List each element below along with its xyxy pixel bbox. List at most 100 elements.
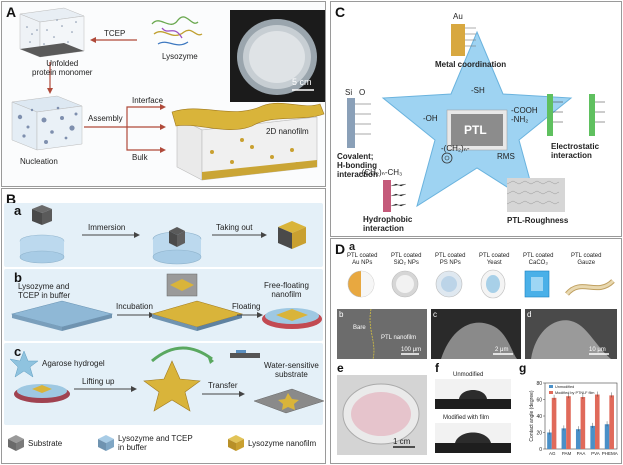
panel-d: D a PTL coated Au NPs PTL coated SiO₂ NP… bbox=[330, 238, 622, 464]
bar bbox=[609, 395, 614, 449]
x-tick-label: PVA bbox=[591, 451, 600, 456]
legend-label: Unmodified bbox=[555, 385, 574, 389]
modified-label: Modified with film bbox=[443, 415, 490, 421]
bar bbox=[561, 428, 567, 449]
y-tick-label: 80 bbox=[536, 381, 542, 387]
bare-label: Bare bbox=[353, 325, 366, 331]
unfolded-label: Unfolded protein monomer bbox=[32, 59, 93, 77]
metal-coordination-label: Metal coordination bbox=[435, 60, 507, 69]
scale-c: 2 μm bbox=[495, 347, 509, 353]
subpanel-label-a: a bbox=[14, 203, 22, 218]
electrostatic-label: Electrostatic interaction bbox=[551, 142, 600, 160]
covalent-label: Covalent; H-bonding interaction bbox=[337, 152, 378, 179]
bar bbox=[604, 424, 610, 449]
bar bbox=[590, 425, 595, 449]
bar bbox=[594, 394, 600, 449]
panel-label: D bbox=[335, 241, 346, 257]
panel-label: A bbox=[6, 4, 17, 20]
scale-b: 100 μm bbox=[401, 347, 422, 353]
ptl-film-label: PTL nanofilm bbox=[381, 335, 417, 341]
panel-a: A bbox=[1, 1, 326, 187]
ch2-group: -(CH₂)ₙ- bbox=[441, 144, 470, 153]
si-label: Si bbox=[345, 88, 353, 97]
rms-label: RMS bbox=[497, 152, 515, 161]
scale-label: 5 cm bbox=[292, 77, 312, 87]
roughness-texture bbox=[506, 178, 565, 212]
subpanel-label-b: b bbox=[14, 270, 22, 285]
unmodified-label: Unmodified bbox=[453, 372, 484, 378]
subpanel-label-c: c bbox=[433, 310, 437, 319]
monomer-cube bbox=[19, 7, 85, 58]
y-tick-label: 0 bbox=[539, 447, 542, 453]
nucleation-cube bbox=[11, 95, 83, 151]
legend-buffer: Lysozyme and TCEP in buffer bbox=[118, 434, 193, 452]
legend-swatch bbox=[549, 385, 553, 388]
legend-nanofilm: Lysozyme nanofilm bbox=[248, 439, 317, 448]
legend-swatch bbox=[549, 391, 553, 394]
interface-label: Interface bbox=[132, 96, 164, 105]
bar bbox=[566, 396, 571, 449]
transfer-label: Transfer bbox=[208, 381, 238, 390]
assembly-label: Assembly bbox=[88, 114, 123, 123]
legend-swatches bbox=[8, 435, 244, 451]
bulk-label: Bulk bbox=[132, 153, 148, 162]
tcep-label: TCEP bbox=[104, 29, 126, 38]
lysozyme-structure bbox=[151, 16, 203, 46]
subpanel-label-d: d bbox=[527, 310, 532, 319]
nanofilm-photo bbox=[230, 10, 325, 102]
panel-label: B bbox=[6, 191, 17, 207]
hydrophobic-label: Hydrophobic interaction bbox=[363, 215, 413, 233]
incubation-label: Incubation bbox=[116, 302, 153, 311]
roughness-label: PTL-Roughness bbox=[507, 216, 569, 225]
subpanel-label-c: c bbox=[14, 344, 22, 359]
y-tick-label: 40 bbox=[536, 414, 542, 420]
free-floating-label: Free-floating nanofilm bbox=[264, 281, 309, 299]
coated-label: PTL coated SiO₂ NPs bbox=[391, 253, 422, 266]
bar bbox=[575, 429, 581, 449]
subpanel-label-g: g bbox=[519, 361, 527, 375]
lysozyme-label: Lysozyme bbox=[162, 52, 198, 61]
x-tick-label: PHEMA bbox=[602, 451, 618, 456]
bar bbox=[551, 397, 557, 449]
panel-a-graphics bbox=[11, 7, 325, 181]
subpanel-label-e: e bbox=[337, 361, 344, 375]
nanofilm-label: 2D nanofilm bbox=[266, 127, 309, 136]
x-tick-label: PAM bbox=[562, 451, 572, 456]
taking-out-label: Taking out bbox=[216, 223, 253, 232]
nucleation-label: Nucleation bbox=[20, 157, 58, 166]
assembly-container bbox=[171, 102, 325, 181]
y-tick-label: 60 bbox=[536, 398, 542, 404]
coated-label: PTL coated Gauze bbox=[571, 253, 602, 266]
y-axis-label: Contact angle (degree) bbox=[529, 390, 535, 441]
panel-c-graphics bbox=[347, 24, 605, 212]
ptl-center-label: PTL bbox=[464, 123, 487, 137]
panel-b: B bbox=[1, 188, 326, 464]
lifting-label: Lifting up bbox=[82, 377, 115, 386]
o-label: O bbox=[359, 88, 366, 97]
legend-label: Modified by PTNLF film bbox=[555, 391, 594, 395]
floating-label: Floating bbox=[232, 302, 261, 311]
cooh-group: -COOH -NH₂ bbox=[511, 106, 538, 124]
y-tick-label: 20 bbox=[536, 431, 542, 437]
x-tick-label: PAA bbox=[577, 451, 586, 456]
coated-label: PTL coated CaCO₃ bbox=[523, 253, 554, 266]
alkyl-group: -(CH₂)ₙ-CH₃ bbox=[359, 168, 403, 177]
immersion-label: Immersion bbox=[88, 223, 126, 232]
scale-d: 10 μm bbox=[589, 347, 606, 353]
subpanel-label-b: b bbox=[339, 310, 344, 319]
coated-label: PTL coated Yeast bbox=[479, 253, 510, 266]
scale-e: 1 cm bbox=[393, 437, 411, 446]
panel-b-graphics bbox=[8, 205, 325, 451]
subpanel-label-a: a bbox=[349, 241, 356, 253]
x-tick-label: AG bbox=[549, 451, 556, 456]
buffer-label: Lysozyme and TCEP in buffer bbox=[18, 282, 71, 300]
agarose-label: Agarose hydrogel bbox=[42, 359, 105, 368]
panel-label: C bbox=[335, 4, 346, 20]
water-sensitive-label: Water-sensitive substrate bbox=[264, 361, 319, 379]
bar bbox=[580, 397, 586, 449]
coated-label: PTL coated PS NPs bbox=[435, 253, 466, 266]
sh-group: -SH bbox=[471, 86, 485, 95]
au-label: Au bbox=[453, 12, 463, 21]
panel-c: C bbox=[330, 1, 622, 237]
